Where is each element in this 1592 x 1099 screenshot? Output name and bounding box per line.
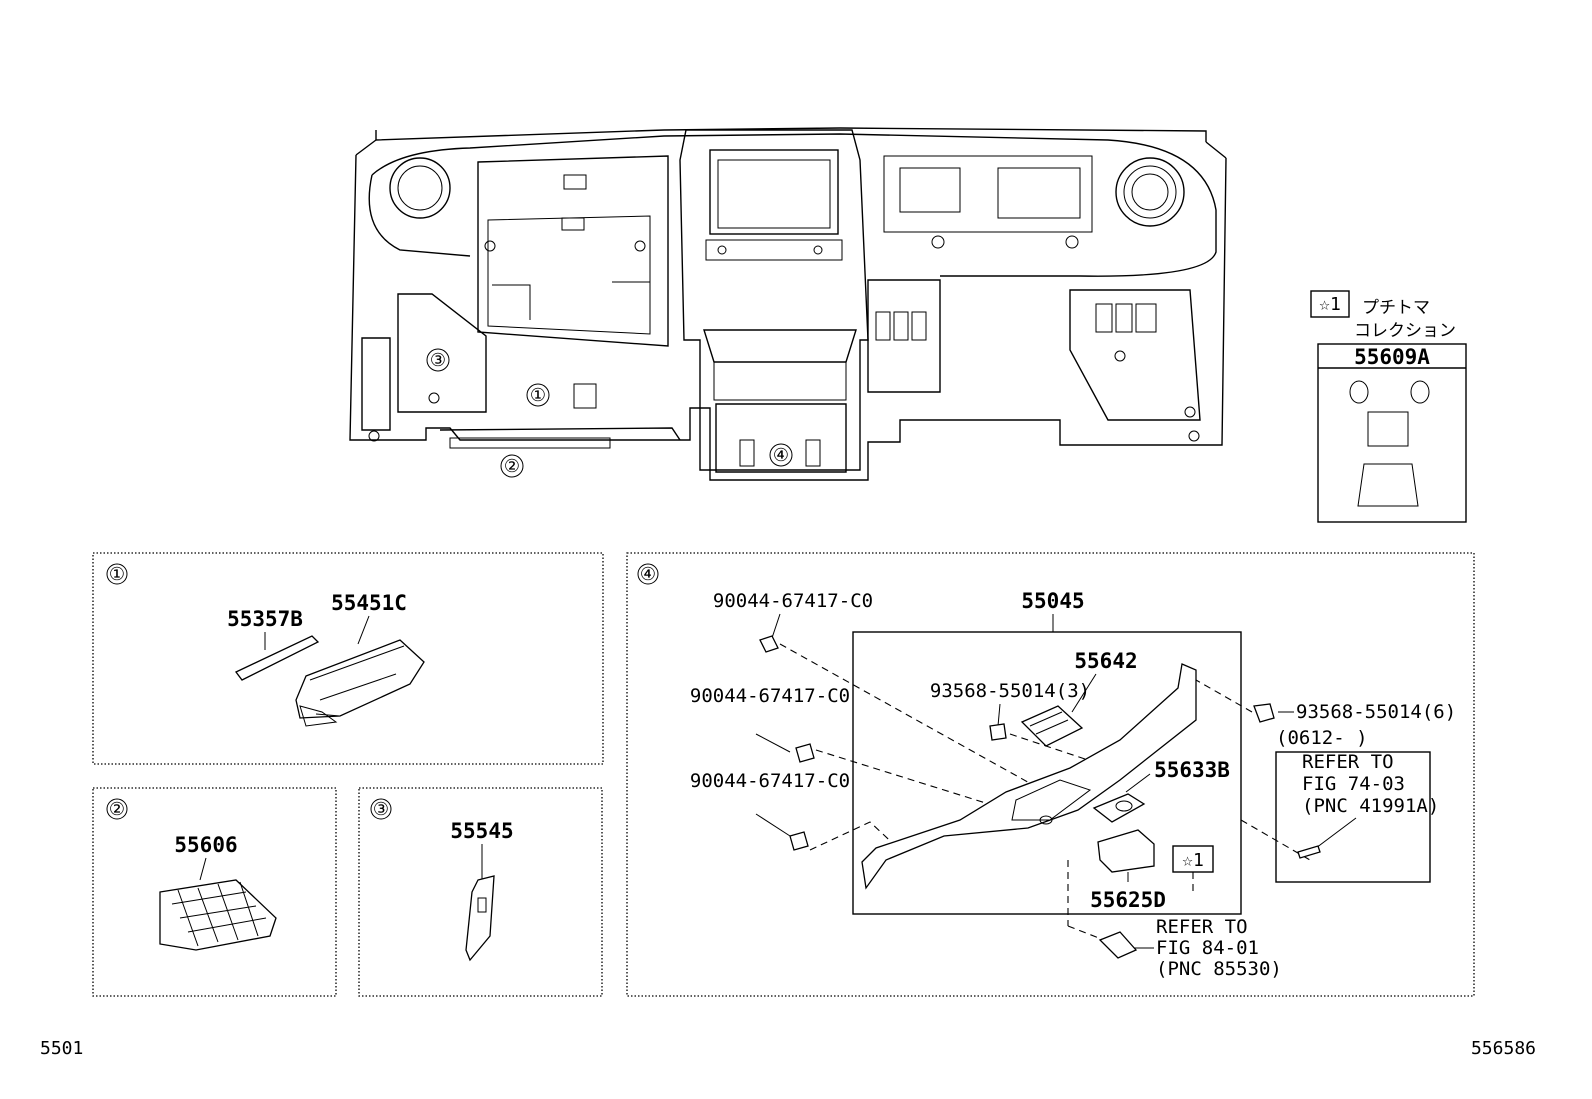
panel-1: ① 55357B 55451C: [92, 552, 604, 765]
overview-callout-1: ①: [526, 383, 550, 407]
legend-part-number: 55609A: [1354, 345, 1430, 369]
footer-right-code: 556586: [1471, 1038, 1536, 1059]
part-55606: 55606: [174, 833, 237, 857]
instrument-panel-drawing: [349, 127, 1227, 481]
panel-1-number: ①: [109, 564, 125, 585]
part-55642: 55642: [1074, 649, 1137, 673]
panel-4: ④ 55045 90044-67417-C0 90044-67417-C0 90…: [626, 552, 1475, 997]
part-55045: 55045: [1021, 589, 1084, 613]
part-55625d: 55625D: [1090, 888, 1166, 912]
star-reference: ☆1: [1182, 850, 1204, 871]
clip-label-inner: 93568-55014(3): [930, 680, 1090, 702]
clip-label-outer: 93568-55014(6): [1296, 701, 1456, 723]
legend-symbol: ☆1: [1319, 294, 1341, 315]
part-55545: 55545: [450, 819, 513, 843]
part-55357b: 55357B: [227, 607, 303, 631]
bolt-label-a: 90044-67417-C0: [713, 590, 873, 612]
panel-3-number: ③: [373, 799, 389, 820]
panel-2-number: ②: [109, 799, 125, 820]
bolt-label-b: 90044-67417-C0: [690, 685, 850, 707]
date-note: (0612- ): [1276, 727, 1368, 749]
refer1-line1: REFER TO: [1302, 751, 1394, 773]
bolt-label-c: 90044-67417-C0: [690, 770, 850, 792]
panel-3: ③ 55545: [358, 787, 603, 997]
svg-text:①: ①: [530, 385, 546, 406]
part-55633b: 55633B: [1154, 758, 1230, 782]
legend-japanese-line1: プチトマ: [1362, 298, 1430, 318]
svg-text:③: ③: [430, 350, 446, 371]
refer2-line1: REFER TO: [1156, 916, 1248, 938]
legend-japanese-line2: コレクション: [1354, 321, 1456, 341]
panel-4-number: ④: [640, 564, 656, 585]
overview-callout-3: ③: [426, 348, 450, 372]
legend: ☆1 プチトマ コレクション 55609A: [1310, 290, 1467, 523]
refer1-line2: FIG 74-03: [1302, 773, 1405, 795]
refer2-line3: (PNC 85530): [1156, 958, 1282, 980]
part-55451c: 55451C: [331, 591, 407, 615]
refer1-line3: (PNC 41991A): [1302, 795, 1439, 817]
overview-callout-4: ④: [769, 443, 793, 467]
panel-2: ② 55606: [92, 787, 337, 997]
overview-callout-2: ②: [500, 454, 524, 478]
svg-text:④: ④: [773, 445, 789, 466]
footer-left-code: 5501: [40, 1038, 83, 1059]
svg-text:②: ②: [504, 456, 520, 477]
refer2-line2: FIG 84-01: [1156, 937, 1259, 959]
